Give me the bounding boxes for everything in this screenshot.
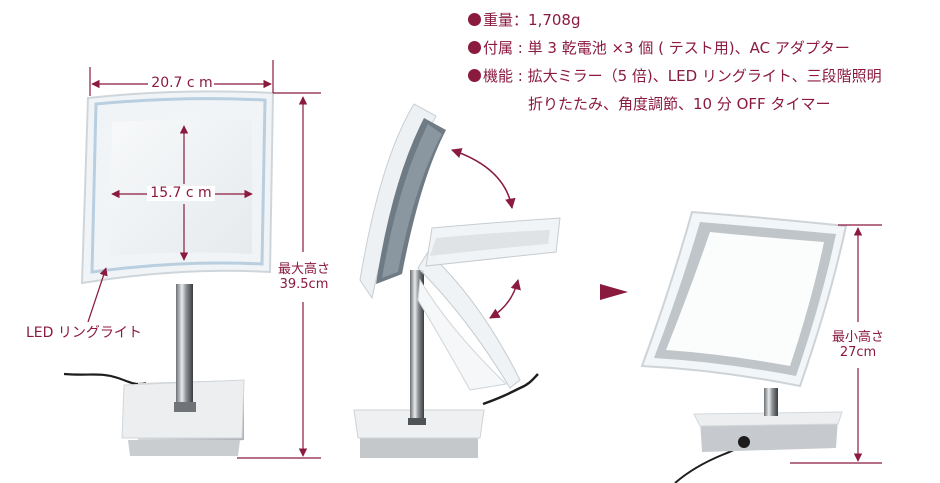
spec-features-value-line2: 折りたたみ、角度調節、10 分 OFF タイマー [528,95,831,113]
dimension-lines [87,60,882,464]
spec-features-value-line1: 拡大ミラー（5 倍)、LED リングライト、三段階照明 [527,67,882,85]
fold-arrow-lower [489,278,521,319]
spec-weight: 重量：1,708g [468,10,581,30]
max-height-title: 最大高さ [277,262,330,277]
spec-separator: ： [513,11,529,29]
next-arrow-icon [600,284,628,300]
spec-weight-label: 重量 [483,11,514,29]
fold-arrow-upper [451,148,516,210]
min-height-value: 27cm [839,345,877,360]
spec-separator: : [513,67,528,85]
spec-accessories-value: 単 3 乾電池 ×3 個 ( テスト用)、AC アダプター [527,39,850,57]
bullet-icon [468,13,481,26]
max-height-value: 39.5cm [279,277,329,292]
front-mirror [63,90,275,456]
side-mirror [353,103,561,458]
bullet-icon [468,41,481,54]
spec-features: 機能 : 拡大ミラー（5 倍)、LED リングライト、三段階照明 [468,66,882,86]
max-height-label: 最大高さ 39.5cm [276,262,332,292]
folded-mirror [640,210,848,483]
min-height-label: 最小高さ 27cm [830,330,886,360]
bullet-icon [468,69,481,82]
spec-features-continued: 折りたたみ、角度調節、10 分 OFF タイマー [528,94,830,114]
led-ring-light-callout: LED リングライト [26,325,142,341]
spec-features-label: 機能 [483,67,514,85]
outer-width-label: 20.7 c m [151,75,213,91]
spec-accessories: 付属 : 単 3 乾電池 ×3 個 ( テスト用)、AC アダプター [468,38,850,58]
inner-width-label: 15.7 c m [147,186,215,201]
spec-separator: : [513,39,528,57]
spec-accessories-label: 付属 [483,39,514,57]
min-height-title: 最小高さ [831,330,884,345]
spec-weight-value: 1,708g [528,11,581,29]
